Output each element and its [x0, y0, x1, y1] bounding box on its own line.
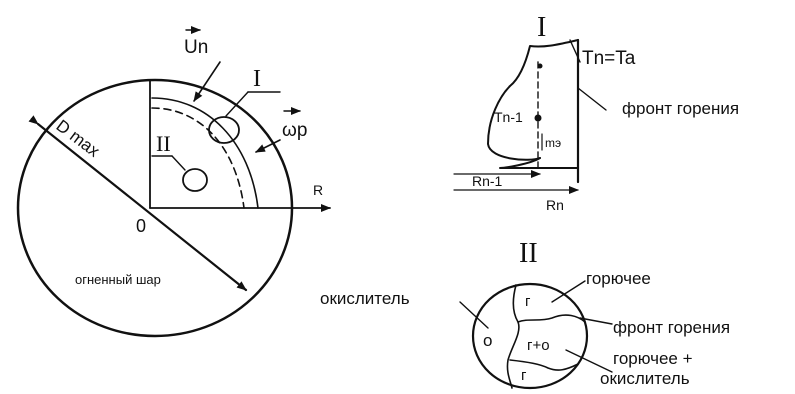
detail1-roman: I: [537, 12, 546, 43]
detail2-roman: II: [519, 238, 538, 269]
r-axis-label: R: [313, 182, 323, 198]
profile-curve: [487, 39, 579, 161]
me-label: mэ: [545, 136, 561, 150]
tn-leader: [569, 39, 581, 63]
dmax-label: D max: [53, 116, 104, 161]
tn-dot: [537, 63, 543, 69]
tn-ta-label: Tn=Ta: [582, 48, 636, 69]
boundary-left: [506, 284, 520, 389]
zone1-circle: [208, 116, 240, 144]
fireball-group: D max 0 R Un ωp I II огненный шар: [16, 26, 331, 338]
mix-label-line2: окислитель: [600, 369, 690, 388]
zone1-label: I: [253, 66, 261, 92]
front-label-2: фронт горения: [613, 318, 730, 337]
mix-label-line1: горючее +: [613, 349, 693, 368]
detail2-group: II г о г+о г горючее окислитель фронт го…: [320, 238, 730, 390]
mix-leader: [565, 349, 613, 373]
dmax-line: [28, 115, 248, 292]
region-g-top: г: [525, 293, 531, 310]
front-leader: [577, 87, 607, 111]
front2-leader: [579, 317, 613, 325]
fireball-caption: огненный шар: [75, 272, 161, 287]
front-label-1: фронт горения: [622, 99, 739, 118]
inner-arc-dashed: [151, 107, 245, 209]
center-label: 0: [136, 216, 146, 236]
oxidizer-leader: [459, 301, 489, 329]
rn1-label: Rn-1: [472, 173, 503, 189]
zone2-leader: [171, 155, 186, 171]
tn1-label: Tn-1: [494, 109, 523, 125]
wp-label: ωp: [282, 120, 307, 141]
zone1-leader: [225, 91, 249, 117]
boundary-right: [517, 314, 586, 323]
oxidizer-label: окислитель: [320, 289, 410, 308]
wp-arrow: [255, 139, 281, 153]
fuel-label: горючее: [586, 269, 651, 288]
fuel-leader: [551, 280, 586, 303]
region-g-plus-o: г+о: [527, 337, 550, 354]
tn1-dot: [534, 114, 542, 122]
detail1-group: I Tn=Ta фронт горения Tn-1 mэ Rn-1 Rn: [453, 12, 739, 213]
region-g-bottom: г: [521, 367, 527, 384]
detail2-circle: [471, 282, 589, 390]
boundary-lower: [509, 359, 579, 371]
profile-curve-lower: [499, 157, 579, 169]
zone2-circle: [182, 168, 208, 192]
zone2-label: II: [156, 131, 171, 156]
un-label: Un: [184, 37, 208, 58]
un-arrow: [193, 61, 221, 102]
rn-label: Rn: [546, 197, 564, 213]
region-o-left: о: [483, 331, 492, 350]
